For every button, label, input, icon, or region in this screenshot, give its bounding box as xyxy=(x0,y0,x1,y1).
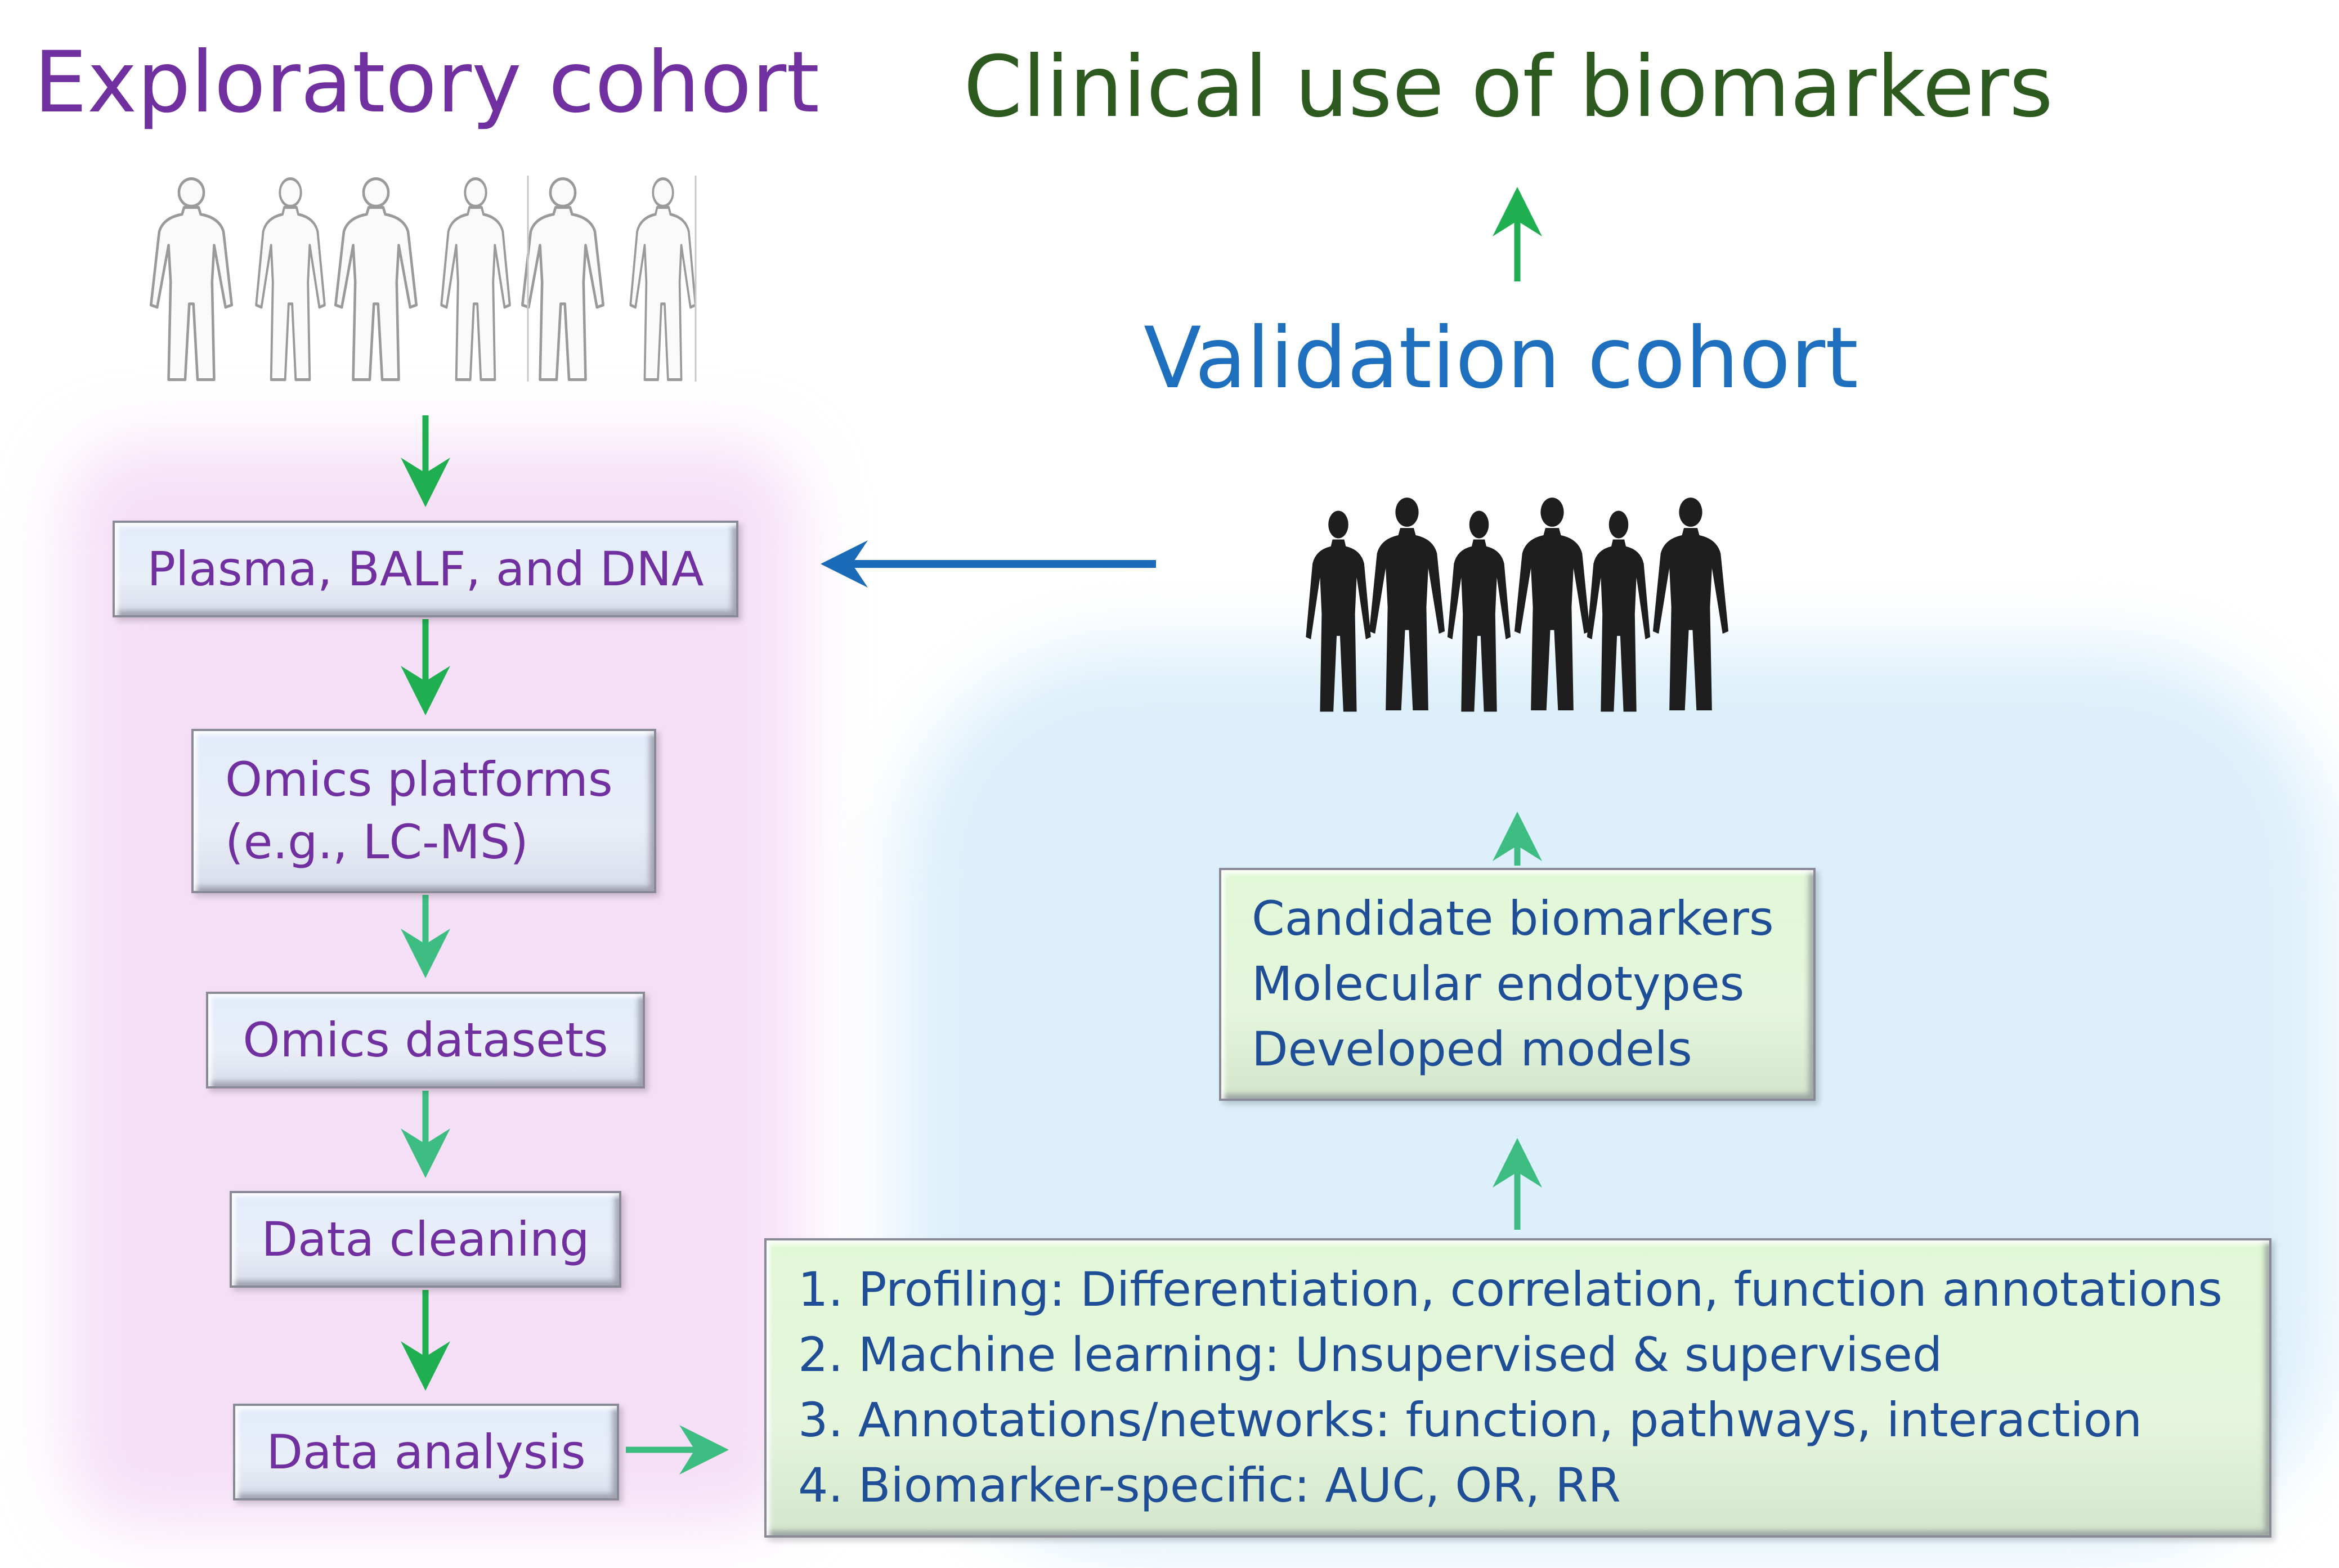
data-analysis-label: Data analysis xyxy=(266,1424,586,1480)
omics-datasets-box: Omics datasets xyxy=(206,992,645,1088)
outcome-item: Candidate biomarkers xyxy=(1252,891,1774,947)
outcome-item: Developed models xyxy=(1252,1021,1692,1077)
outcomes-box: Candidate biomarkers Molecular endotypes… xyxy=(1219,868,1816,1101)
exploratory-cohort-title: Exploratory cohort xyxy=(34,34,820,132)
omics-platforms-line: (e.g., LC-MS) xyxy=(225,814,528,870)
samples-box: Plasma, BALF, and DNA xyxy=(113,521,738,617)
method-item: 2. Machine learning: Unsupervised & supe… xyxy=(798,1327,1943,1383)
omics-datasets-label: Omics datasets xyxy=(243,1012,608,1068)
method-item: 3. Annotations/networks: function, pathw… xyxy=(798,1392,2143,1448)
validation-cohort-title: Validation cohort xyxy=(1144,310,1858,407)
clinical-use-title: Clinical use of biomarkers xyxy=(964,38,2054,136)
data-cleaning-label: Data cleaning xyxy=(261,1211,590,1267)
analysis-methods-box: 1. Profiling: Differentiation, correlati… xyxy=(764,1238,2271,1538)
omics-platforms-line: Omics platforms xyxy=(225,752,613,808)
method-item: 1. Profiling: Differentiation, correlati… xyxy=(798,1262,2223,1318)
data-analysis-box: Data analysis xyxy=(233,1404,619,1500)
omics-platforms-box: Omics platforms (e.g., LC-MS) xyxy=(191,729,656,893)
outline-human-figures-icon xyxy=(151,176,696,382)
data-cleaning-box: Data cleaning xyxy=(230,1191,621,1288)
method-item: 4. Biomarker-specific: AUC, OR, RR xyxy=(798,1457,1621,1513)
samples-label: Plasma, BALF, and DNA xyxy=(147,541,704,597)
outcome-item: Molecular endotypes xyxy=(1252,956,1745,1012)
silhouette-human-figures-icon xyxy=(1306,498,1729,712)
